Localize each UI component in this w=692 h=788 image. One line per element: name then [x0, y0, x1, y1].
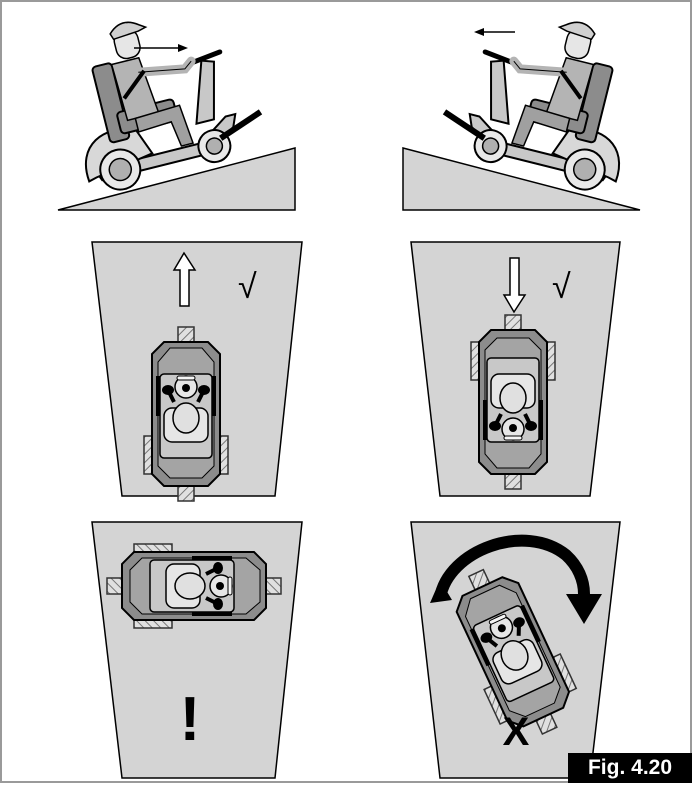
ramp-down [402, 147, 641, 211]
check-mark: √ [552, 268, 571, 306]
downhill-side-view-panel [402, 0, 651, 211]
down-arrow-icon [502, 257, 527, 314]
rotate-arrow-icon [430, 534, 602, 624]
reverse-down-top-view-panel: √ [410, 241, 621, 497]
prohibited-mark: X [503, 710, 530, 754]
scooter-top-forward [142, 325, 230, 503]
uphill-side-view-panel [54, 0, 296, 211]
up-arrow-icon [172, 251, 197, 307]
sideways-top-view-panel: ! [91, 521, 303, 779]
figure-label: Fig. 4.20 [568, 753, 692, 783]
forward-up-top-view-panel: √ [91, 241, 303, 503]
backward-arrow-icon [474, 28, 515, 36]
ramp-up [57, 147, 296, 211]
forward-arrow-icon [134, 44, 188, 52]
check-mark: √ [238, 268, 257, 306]
warning-mark: ! [180, 685, 201, 754]
scooter-top-sideways [105, 542, 283, 630]
scooter-top-reverse [469, 313, 557, 491]
turning-top-view-panel: X [410, 521, 621, 779]
